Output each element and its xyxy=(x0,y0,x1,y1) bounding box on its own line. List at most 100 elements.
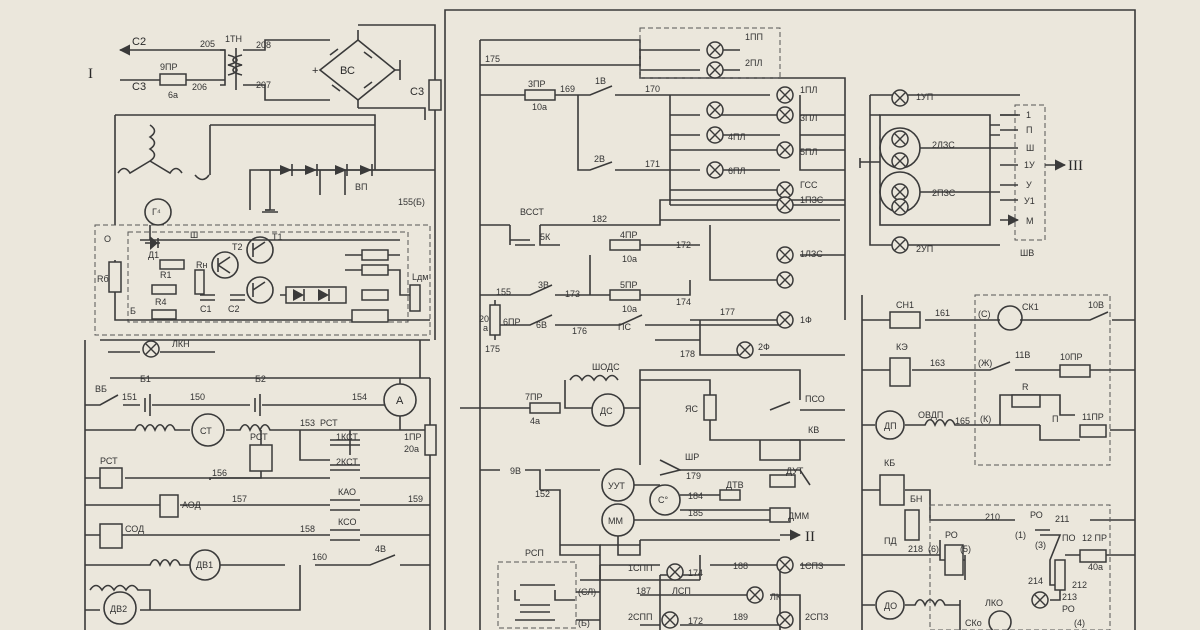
label-rst: РСТ xyxy=(250,432,268,442)
label-189: 189 xyxy=(733,612,748,622)
label-vp: ВП xyxy=(355,182,367,192)
label-2v: 2В xyxy=(594,154,605,164)
label-205: 205 xyxy=(200,39,215,49)
lamp-3pl xyxy=(776,106,794,124)
label-b: Б xyxy=(130,306,136,316)
label-dv2: ДВ2 xyxy=(110,604,127,614)
capacitor-c3 xyxy=(428,79,442,111)
label-uut: УУТ xyxy=(608,481,625,491)
label-210: 210 xyxy=(985,512,1000,522)
lamp-low xyxy=(776,271,794,289)
label-1f: 1Ф xyxy=(800,315,812,325)
labels: I C2 C3 205 206 9ПР 6а 1ТН 208 207 ВС + … xyxy=(88,32,1107,628)
vp-diodes xyxy=(260,164,390,210)
label-ds: ДС xyxy=(600,406,613,416)
roman-3: III xyxy=(1068,158,1083,174)
label-165: 165 xyxy=(955,416,970,426)
label-4v: 4В xyxy=(375,544,386,554)
label-4pl: 4ПЛ xyxy=(728,132,745,142)
lamp-upper-1 xyxy=(706,101,724,119)
label-b-bottom: (Б) xyxy=(578,618,590,628)
label-174: 174 xyxy=(676,297,691,307)
lamp-2spz xyxy=(776,611,794,629)
label-p: П xyxy=(1052,414,1058,424)
label-4a: 4а xyxy=(530,416,540,426)
label-172-bottom: 172 xyxy=(688,616,703,626)
label-212: 212 xyxy=(1072,580,1087,590)
label-rst2: РСТ xyxy=(320,418,338,428)
roman-1: I xyxy=(88,66,93,82)
label-1up: 1УП xyxy=(916,92,933,102)
label-4pr: 4ПР xyxy=(620,230,637,240)
fuse-9pr xyxy=(159,73,187,86)
label-6pr: 6ПР xyxy=(503,317,520,327)
label-2spp: 2СПП xyxy=(628,612,652,622)
label-158: 158 xyxy=(300,524,315,534)
label-gt: Г⁴ xyxy=(152,207,161,217)
label-shv: ШВ xyxy=(1020,248,1034,258)
label-10pr: 10ПР xyxy=(1060,352,1082,362)
label-n5: (5) xyxy=(960,544,971,554)
label-176: 176 xyxy=(572,326,587,336)
label-7pr: 7ПР xyxy=(525,392,542,402)
label-40a: 40а xyxy=(1088,562,1103,572)
label-9pr: 9ПР xyxy=(160,62,177,72)
label-6v: 6В xyxy=(536,320,547,330)
label-b2: Б2 xyxy=(255,374,266,384)
label-2pzs: 2ПЗС xyxy=(932,188,956,198)
label-20a: 20а xyxy=(404,444,419,454)
label-1tn: 1ТН xyxy=(225,34,242,44)
label-9v: 9В xyxy=(510,466,521,476)
label-dv1: ДВ1 xyxy=(196,560,213,570)
source-section xyxy=(100,24,442,341)
label-172: 172 xyxy=(676,240,691,250)
label-2pl: 2ПЛ xyxy=(745,58,762,68)
label-2f: 2Ф xyxy=(758,342,770,352)
label-t1: T1 xyxy=(272,232,283,242)
label-st: СТ xyxy=(200,426,212,436)
label-sod: СОД xyxy=(125,524,144,534)
label-155b: 155(Б) xyxy=(398,197,425,207)
label-1spp: 1СПП xyxy=(628,563,652,573)
label-rsp: РСП xyxy=(525,548,544,558)
label-211: 211 xyxy=(1055,514,1069,524)
label-sko: СКо xyxy=(965,618,982,628)
label-10a: 10а xyxy=(532,102,547,112)
label-bn: БН xyxy=(910,494,922,504)
label-n3: (3) xyxy=(1035,540,1046,550)
label-sh-m: М xyxy=(1026,216,1034,226)
label-152: 152 xyxy=(535,489,550,499)
label-1pp: 1ПП xyxy=(745,32,763,42)
label-sn1: СН1 xyxy=(896,300,914,310)
lamp-1spz xyxy=(776,556,794,574)
label-pd: ПД xyxy=(884,536,897,546)
lamp-1spp xyxy=(666,563,684,581)
label-3pl: 3ПЛ xyxy=(800,113,817,123)
lamp-1up xyxy=(891,89,909,107)
label-157: 157 xyxy=(232,494,247,504)
label-ovdp: ОВДП xyxy=(918,410,943,420)
label-213: 213 xyxy=(1062,592,1077,602)
label-171: 171 xyxy=(645,159,660,169)
label-sl: (СЛ) xyxy=(578,587,596,597)
label-1spz: 1СПЗ xyxy=(800,561,823,571)
lamp-1lzs xyxy=(776,246,794,264)
label-150: 150 xyxy=(190,392,205,402)
lamp-1pp xyxy=(706,41,724,59)
label-rst3: РСТ xyxy=(100,456,118,466)
label-t2: T2 xyxy=(232,242,243,252)
label-187: 187 xyxy=(636,586,651,596)
label-175: 175 xyxy=(485,54,500,64)
label-n1: (1) xyxy=(1015,530,1026,540)
label-r: R xyxy=(1022,382,1029,392)
label-175b: 175 xyxy=(485,344,500,354)
label-sh: Ш xyxy=(190,230,198,240)
label-5k: 5К xyxy=(540,232,551,242)
label-sh-p: П xyxy=(1026,125,1032,135)
label-1pl: 1ПЛ xyxy=(800,85,817,95)
label-do: ДО xyxy=(884,601,897,611)
label-kst1: 1КСТ xyxy=(336,432,358,442)
label-2lzs: 2ЛЗС xyxy=(932,140,955,150)
label-mm: ММ xyxy=(608,516,623,526)
